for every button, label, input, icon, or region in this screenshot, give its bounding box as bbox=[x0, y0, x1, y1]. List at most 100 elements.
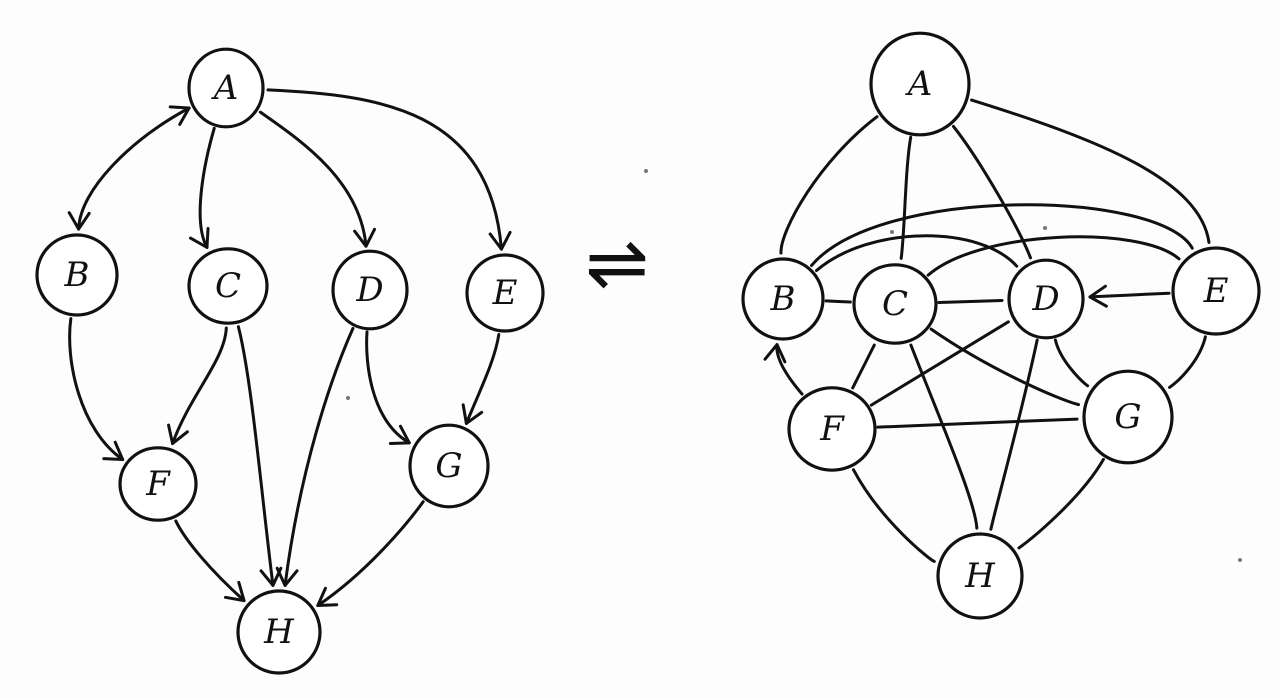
right-node-c-label: C bbox=[882, 284, 908, 324]
paper-speck bbox=[1238, 558, 1242, 562]
left-arrowhead-b-a bbox=[168, 105, 191, 126]
right-node-d-circle bbox=[1007, 258, 1085, 340]
right-edge-c-d bbox=[937, 298, 1004, 305]
left-node-c-label: C bbox=[215, 266, 241, 306]
left-node-g-label: G bbox=[435, 446, 462, 486]
right-node-d: D bbox=[1007, 258, 1085, 340]
left-edge-e-g bbox=[464, 333, 501, 425]
right-node-h: H bbox=[936, 532, 1024, 620]
right-node-b: B bbox=[741, 257, 825, 341]
left-edge-f-h bbox=[174, 519, 246, 603]
right-edge-g-h bbox=[1017, 457, 1105, 550]
right-graph-nodes: A B C D E F G H bbox=[741, 31, 1261, 620]
left-node-e-label: E bbox=[492, 273, 518, 313]
left-graph-edges bbox=[67, 88, 512, 608]
paper-speck bbox=[346, 396, 350, 400]
left-edge-c-h bbox=[236, 325, 275, 587]
right-edge-f-d bbox=[869, 320, 1010, 407]
right-node-c: C bbox=[852, 263, 938, 345]
left-arrowhead-f-h bbox=[223, 580, 246, 603]
right-edge-a-b bbox=[779, 115, 879, 255]
left-node-d: D bbox=[331, 249, 409, 331]
right-arrowhead-e-d bbox=[1088, 284, 1108, 308]
left-node-g: G bbox=[408, 423, 490, 509]
right-edge-e-g bbox=[1168, 335, 1207, 389]
left-node-b-circle bbox=[35, 233, 119, 317]
right-arrowhead-f-b bbox=[763, 343, 787, 364]
left-edge-a-b bbox=[77, 106, 191, 231]
left-arrowhead-c-f bbox=[167, 423, 189, 446]
paper-speck bbox=[890, 230, 894, 234]
right-node-f-label: F bbox=[819, 409, 845, 449]
left-arrowhead-b-f bbox=[102, 440, 125, 462]
right-node-f: F bbox=[787, 386, 877, 472]
left-node-h: H bbox=[236, 589, 322, 675]
left-arrowhead-g-h bbox=[316, 586, 339, 608]
right-edge-f-h bbox=[851, 468, 936, 563]
left-node-g-circle bbox=[408, 423, 490, 509]
right-edge-c-h bbox=[909, 343, 979, 530]
left-node-e-circle bbox=[465, 253, 545, 333]
right-node-c-circle bbox=[852, 263, 938, 345]
right-node-f-circle bbox=[787, 386, 877, 472]
paper-specks bbox=[346, 169, 1242, 562]
right-edge-d-g bbox=[1053, 338, 1090, 388]
left-edge-a-c bbox=[198, 126, 216, 249]
left-node-h-label: H bbox=[263, 612, 295, 652]
left-arrowhead-a-e bbox=[488, 230, 512, 251]
equivalence-arrow: ⇌ bbox=[585, 218, 649, 307]
left-arrowhead-a-b bbox=[67, 211, 91, 231]
left-arrowhead-a-c bbox=[188, 227, 210, 249]
right-edge-f-b bbox=[775, 343, 804, 396]
left-arrowhead-d-g bbox=[388, 424, 411, 445]
right-edge-c-e bbox=[926, 235, 1181, 277]
right-graph-edges bbox=[763, 98, 1211, 563]
left-edge-g-h bbox=[316, 500, 425, 608]
left-edge-b-f bbox=[68, 317, 125, 462]
left-node-a-label: A bbox=[211, 68, 239, 108]
right-node-h-circle bbox=[936, 532, 1024, 620]
left-arrowhead-e-g bbox=[461, 403, 484, 425]
left-arrowhead-a-d bbox=[353, 227, 377, 248]
right-node-a: A bbox=[869, 31, 971, 137]
right-edge-b-e bbox=[810, 203, 1194, 267]
right-edge-c-g bbox=[929, 327, 1081, 407]
right-node-a-circle bbox=[869, 31, 971, 137]
left-node-f-label: F bbox=[145, 464, 171, 504]
right-node-e-label: E bbox=[1203, 271, 1229, 311]
right-edge-f-g bbox=[876, 417, 1079, 429]
paper-speck bbox=[1043, 226, 1047, 230]
right-node-e-circle bbox=[1171, 246, 1261, 336]
right-node-d-label: D bbox=[1031, 279, 1059, 319]
left-node-f-circle bbox=[118, 446, 198, 522]
left-graph-nodes: A B C D E F G H bbox=[35, 47, 545, 675]
left-edge-a-e bbox=[266, 88, 503, 251]
left-node-b-label: B bbox=[64, 255, 90, 295]
left-node-f: F bbox=[118, 446, 198, 522]
right-edge-b-d bbox=[815, 234, 1019, 272]
right-edge-a-c bbox=[899, 135, 913, 260]
right-node-b-label: B bbox=[770, 279, 796, 319]
right-node-g: G bbox=[1082, 369, 1174, 465]
right-node-g-label: G bbox=[1114, 397, 1141, 437]
left-node-d-label: D bbox=[355, 270, 383, 310]
left-edge-d-h bbox=[283, 326, 355, 587]
left-node-h-circle bbox=[236, 589, 322, 675]
right-node-h-label: H bbox=[964, 556, 996, 596]
right-node-a-label: A bbox=[905, 64, 933, 104]
right-node-g-circle bbox=[1082, 369, 1174, 465]
left-node-c-circle bbox=[187, 247, 269, 325]
left-node-c: C bbox=[187, 247, 269, 325]
left-edge-c-f bbox=[171, 326, 228, 446]
left-node-e: E bbox=[465, 253, 545, 333]
right-edge-d-h bbox=[989, 338, 1039, 531]
left-node-d-circle bbox=[331, 249, 409, 331]
left-arrowhead-d-h bbox=[275, 566, 299, 587]
left-edge-a-d bbox=[258, 110, 368, 248]
right-edge-a-e bbox=[970, 98, 1211, 245]
right-node-b-circle bbox=[741, 257, 825, 341]
right-edge-f-c bbox=[851, 343, 876, 390]
left-node-b: B bbox=[35, 233, 119, 317]
